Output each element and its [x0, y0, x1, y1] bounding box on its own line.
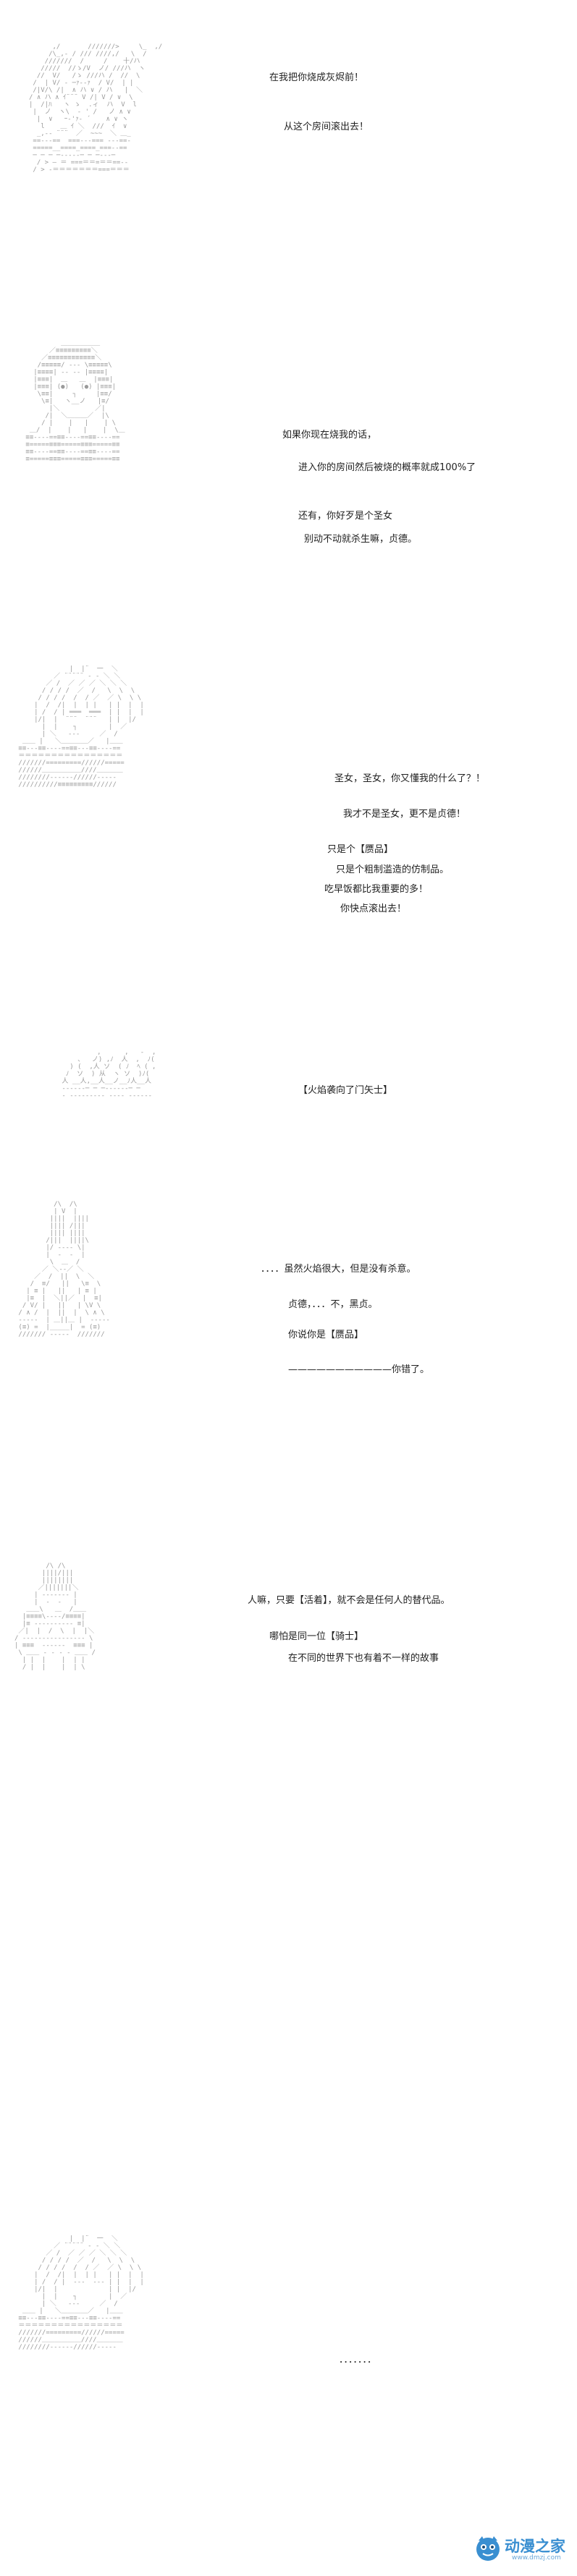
dialogue-line: 圣女，圣女，你又懂我的什么了？！: [334, 773, 486, 784]
dmzj-logo: 动漫之家 www.dmzj.com: [474, 2530, 568, 2568]
dialogue-line: 人嘛，只要【活着】，就不会是任何人的替代品。: [248, 1595, 450, 1606]
panel-7: | |¨ 一 ＼ ／ ¨¨¨¨¨ ‐ ‐ ＼ ＼ ／ / ／ ／ ／ ＼ ＼ ＼…: [0, 1772, 577, 2525]
logo-name: 动漫之家: [505, 2538, 565, 2555]
dialogue-line: 只是个粗制滥造的仿制品。: [336, 864, 450, 875]
ascii-art-figure: ,/ ///////> \_ ,/ /\_,- / /// ////,/ \ /…: [29, 43, 163, 174]
dmzj-mascot-icon: [476, 2536, 500, 2561]
dialogue-line: ．．．．虽然火焰很大，但是没有杀意。: [261, 1264, 416, 1275]
narration-line: 【火焰袭向了门矢士】: [298, 1085, 393, 1096]
logo-url: www.dmzj.com: [512, 2554, 561, 2562]
ascii-art-figure: ＿＿＿＿＿＿ ／≡≡≡≡≡≡≡≡≡＼ ／≡≡≡≡≡≡≡≡≡≡≡≡＼ /≡≡≡≡≡…: [25, 340, 125, 463]
dialogue-line: 只是个【赝品】: [327, 844, 394, 855]
dialogue-line: 哪怕是同一位【骑士】: [269, 1631, 364, 1642]
ascii-art-figure: | |¨ 一 ＼ ／ ¨¨¨¨¨ ‐ ‐ ＼ ＼ ／ / ／ ／ ／ ＼ ＼ ＼…: [18, 2235, 144, 2351]
dialogue-line: 如果你现在烧我的话，: [282, 430, 377, 441]
panel-6: /\ /\ ||||/||| |||||||| ／|||||||＼ | ‐‐‐‐…: [0, 1505, 577, 1772]
panel-5: /\ /\ | V | |||| |||| |||| /||| |||| |||…: [0, 1165, 577, 1505]
panel-2: ＿＿＿＿＿＿ ／≡≡≡≡≡≡≡≡≡＼ ／≡≡≡≡≡≡≡≡≡≡≡≡＼ /≡≡≡≡≡…: [0, 318, 577, 644]
dialogue-line: 我才不是圣女，更不是贞德！: [343, 809, 466, 820]
panel-4: , , ‐ , 、 ノ) ,ﾉ 人 , ﾉ( ) ( ,人 ソ ( ﾉ ﾍ ( …: [0, 1027, 577, 1165]
panel-1: ,/ ///////> \_ ,/ /\_,- / /// ////,/ \ /…: [0, 0, 577, 318]
dialogue-line: 贞德，．．．不，黑贞。: [288, 1299, 378, 1310]
dialogue-line: ．．．．．．．: [339, 2355, 377, 2365]
dialogue-line: 还有，你好歹是个圣女: [298, 511, 393, 522]
dialogue-line: 从这个房间滚出去！: [284, 122, 369, 132]
ascii-art-figure: /\ /\ | V | |||| |||| |||| /||| |||| |||…: [18, 1201, 110, 1338]
dialogue-line: 别动不动就杀生嘛，贞德。: [304, 534, 418, 545]
dialogue-line: 进入你的房间然后被烧的概率就成100%了: [298, 462, 476, 473]
dialogue-line: ———————————你错了。: [288, 1364, 430, 1375]
ascii-art-figure: | |¨ 一 ＼ ／ ¨¨¨¨¨ ‐ ‐ ＼ ＼ ／ / ／ ／ ／ ＼ ＼ ＼…: [18, 666, 144, 788]
panel-3: | |¨ 一 ＼ ／ ¨¨¨¨¨ ‐ ‐ ＼ ＼ ／ / ／ ／ ／ ＼ ＼ ＼…: [0, 644, 577, 1027]
dialogue-line: 你说你是【赝品】: [288, 1330, 364, 1340]
dialogue-line: 在不同的世界下也有着不一样的故事: [288, 1653, 439, 1664]
ascii-art-figure: /\ /\ ||||/||| |||||||| ／|||||||＼ | ‐‐‐‐…: [14, 1563, 96, 1671]
dialogue-line: 在我把你烧成灰烬前！: [269, 72, 364, 83]
ascii-art-flames: , , ‐ , 、 ノ) ,ﾉ 人 , ﾉ( ) ( ,人 ソ ( ﾉ ﾍ ( …: [62, 1049, 156, 1100]
dialogue-line: 你快点滚出去！: [340, 904, 407, 914]
dialogue-line: 吃早饭都比我重要的多！: [324, 884, 429, 895]
